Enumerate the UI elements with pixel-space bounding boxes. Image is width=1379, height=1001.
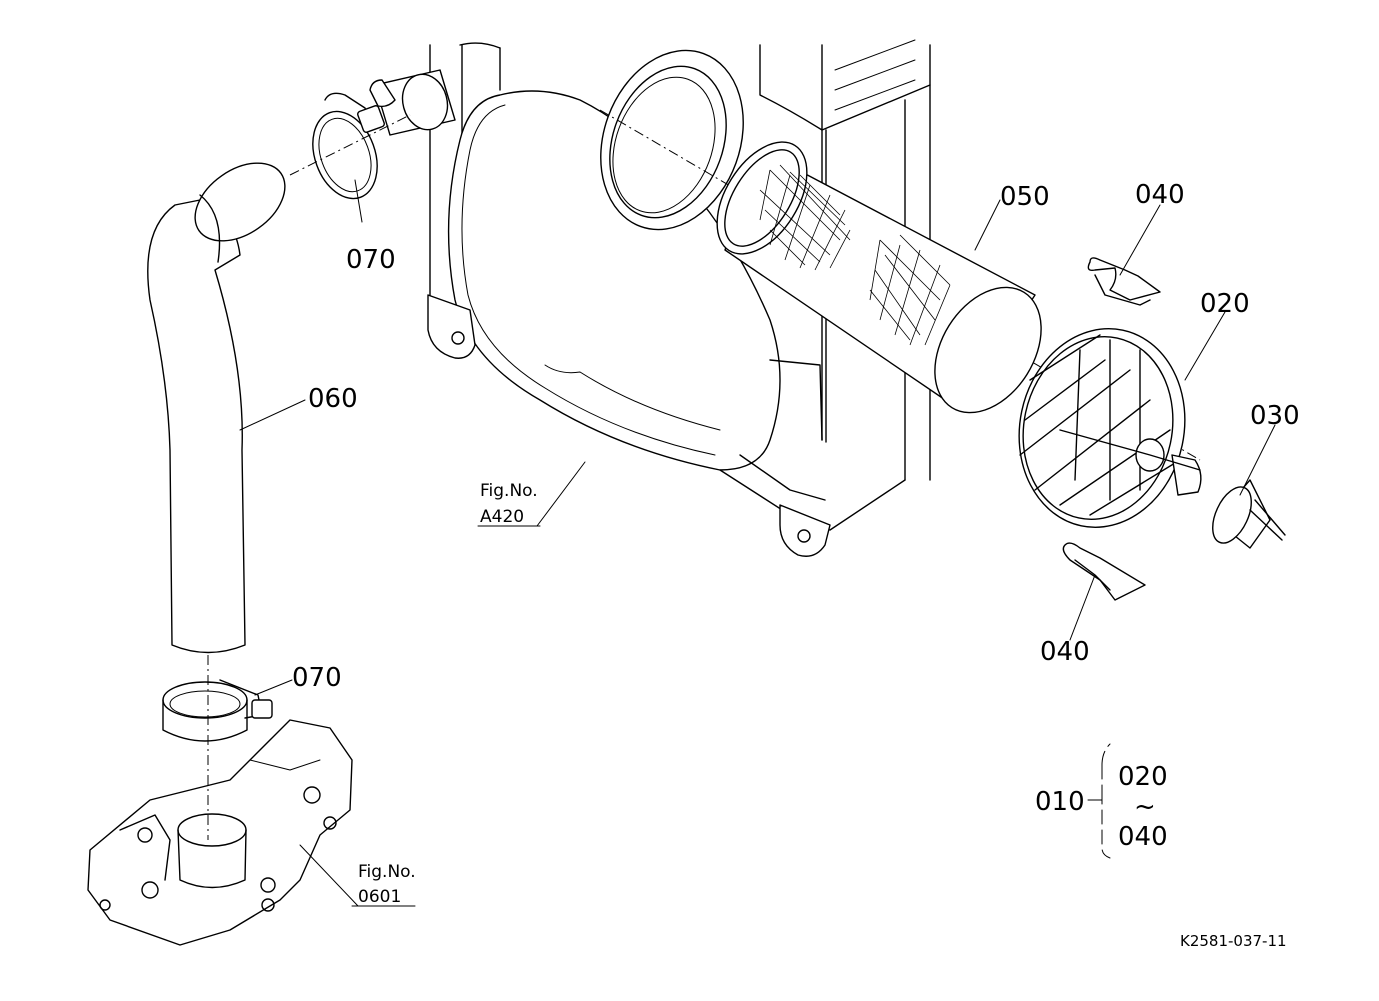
callout-070-bottom: 070: [292, 663, 342, 693]
assembly-range-start: 020: [1118, 762, 1168, 792]
intake-hose: [147, 162, 286, 654]
assembly-bracket: [1087, 743, 1111, 859]
callout-060: 060: [308, 384, 358, 414]
clip-bottom: [1062, 542, 1146, 601]
assembly-range-separator: ~: [1134, 792, 1156, 822]
clip-top: [1087, 257, 1161, 306]
fig-ref-a420-number: A420: [480, 507, 524, 527]
hose-clamp-top: [312, 92, 385, 200]
fig-ref-0601[interactable]: Fig.No. 0601: [358, 862, 416, 907]
air-cleaner-housing: [369, 39, 1201, 557]
assembly-range-end: 040: [1118, 822, 1168, 852]
fig-ref-a420[interactable]: Fig.No. A420: [480, 481, 538, 527]
leader-lines: [207, 114, 1276, 907]
assembly-group: 010 020 ~ 040: [1035, 743, 1168, 859]
hose-clamp-bottom: [162, 679, 273, 742]
callout-040-bottom: 040: [1040, 637, 1090, 667]
callout-050: 050: [1000, 182, 1050, 212]
intake-manifold: [87, 719, 353, 946]
fig-ref-a420-label: Fig.No.: [480, 481, 538, 501]
callout-040-top: 040: [1135, 180, 1185, 210]
callout-030: 030: [1250, 401, 1300, 431]
evacuator-valve: [1212, 479, 1286, 549]
cover: [1018, 328, 1202, 528]
fig-ref-0601-label: Fig.No.: [358, 862, 416, 882]
fig-ref-0601-number: 0601: [358, 887, 401, 907]
callout-020: 020: [1200, 289, 1250, 319]
filter-element: [716, 141, 1042, 414]
callout-070-top: 070: [346, 245, 396, 275]
diagram-id: K2581-037-11: [1180, 932, 1287, 950]
assembly-parent: 010: [1035, 787, 1085, 817]
